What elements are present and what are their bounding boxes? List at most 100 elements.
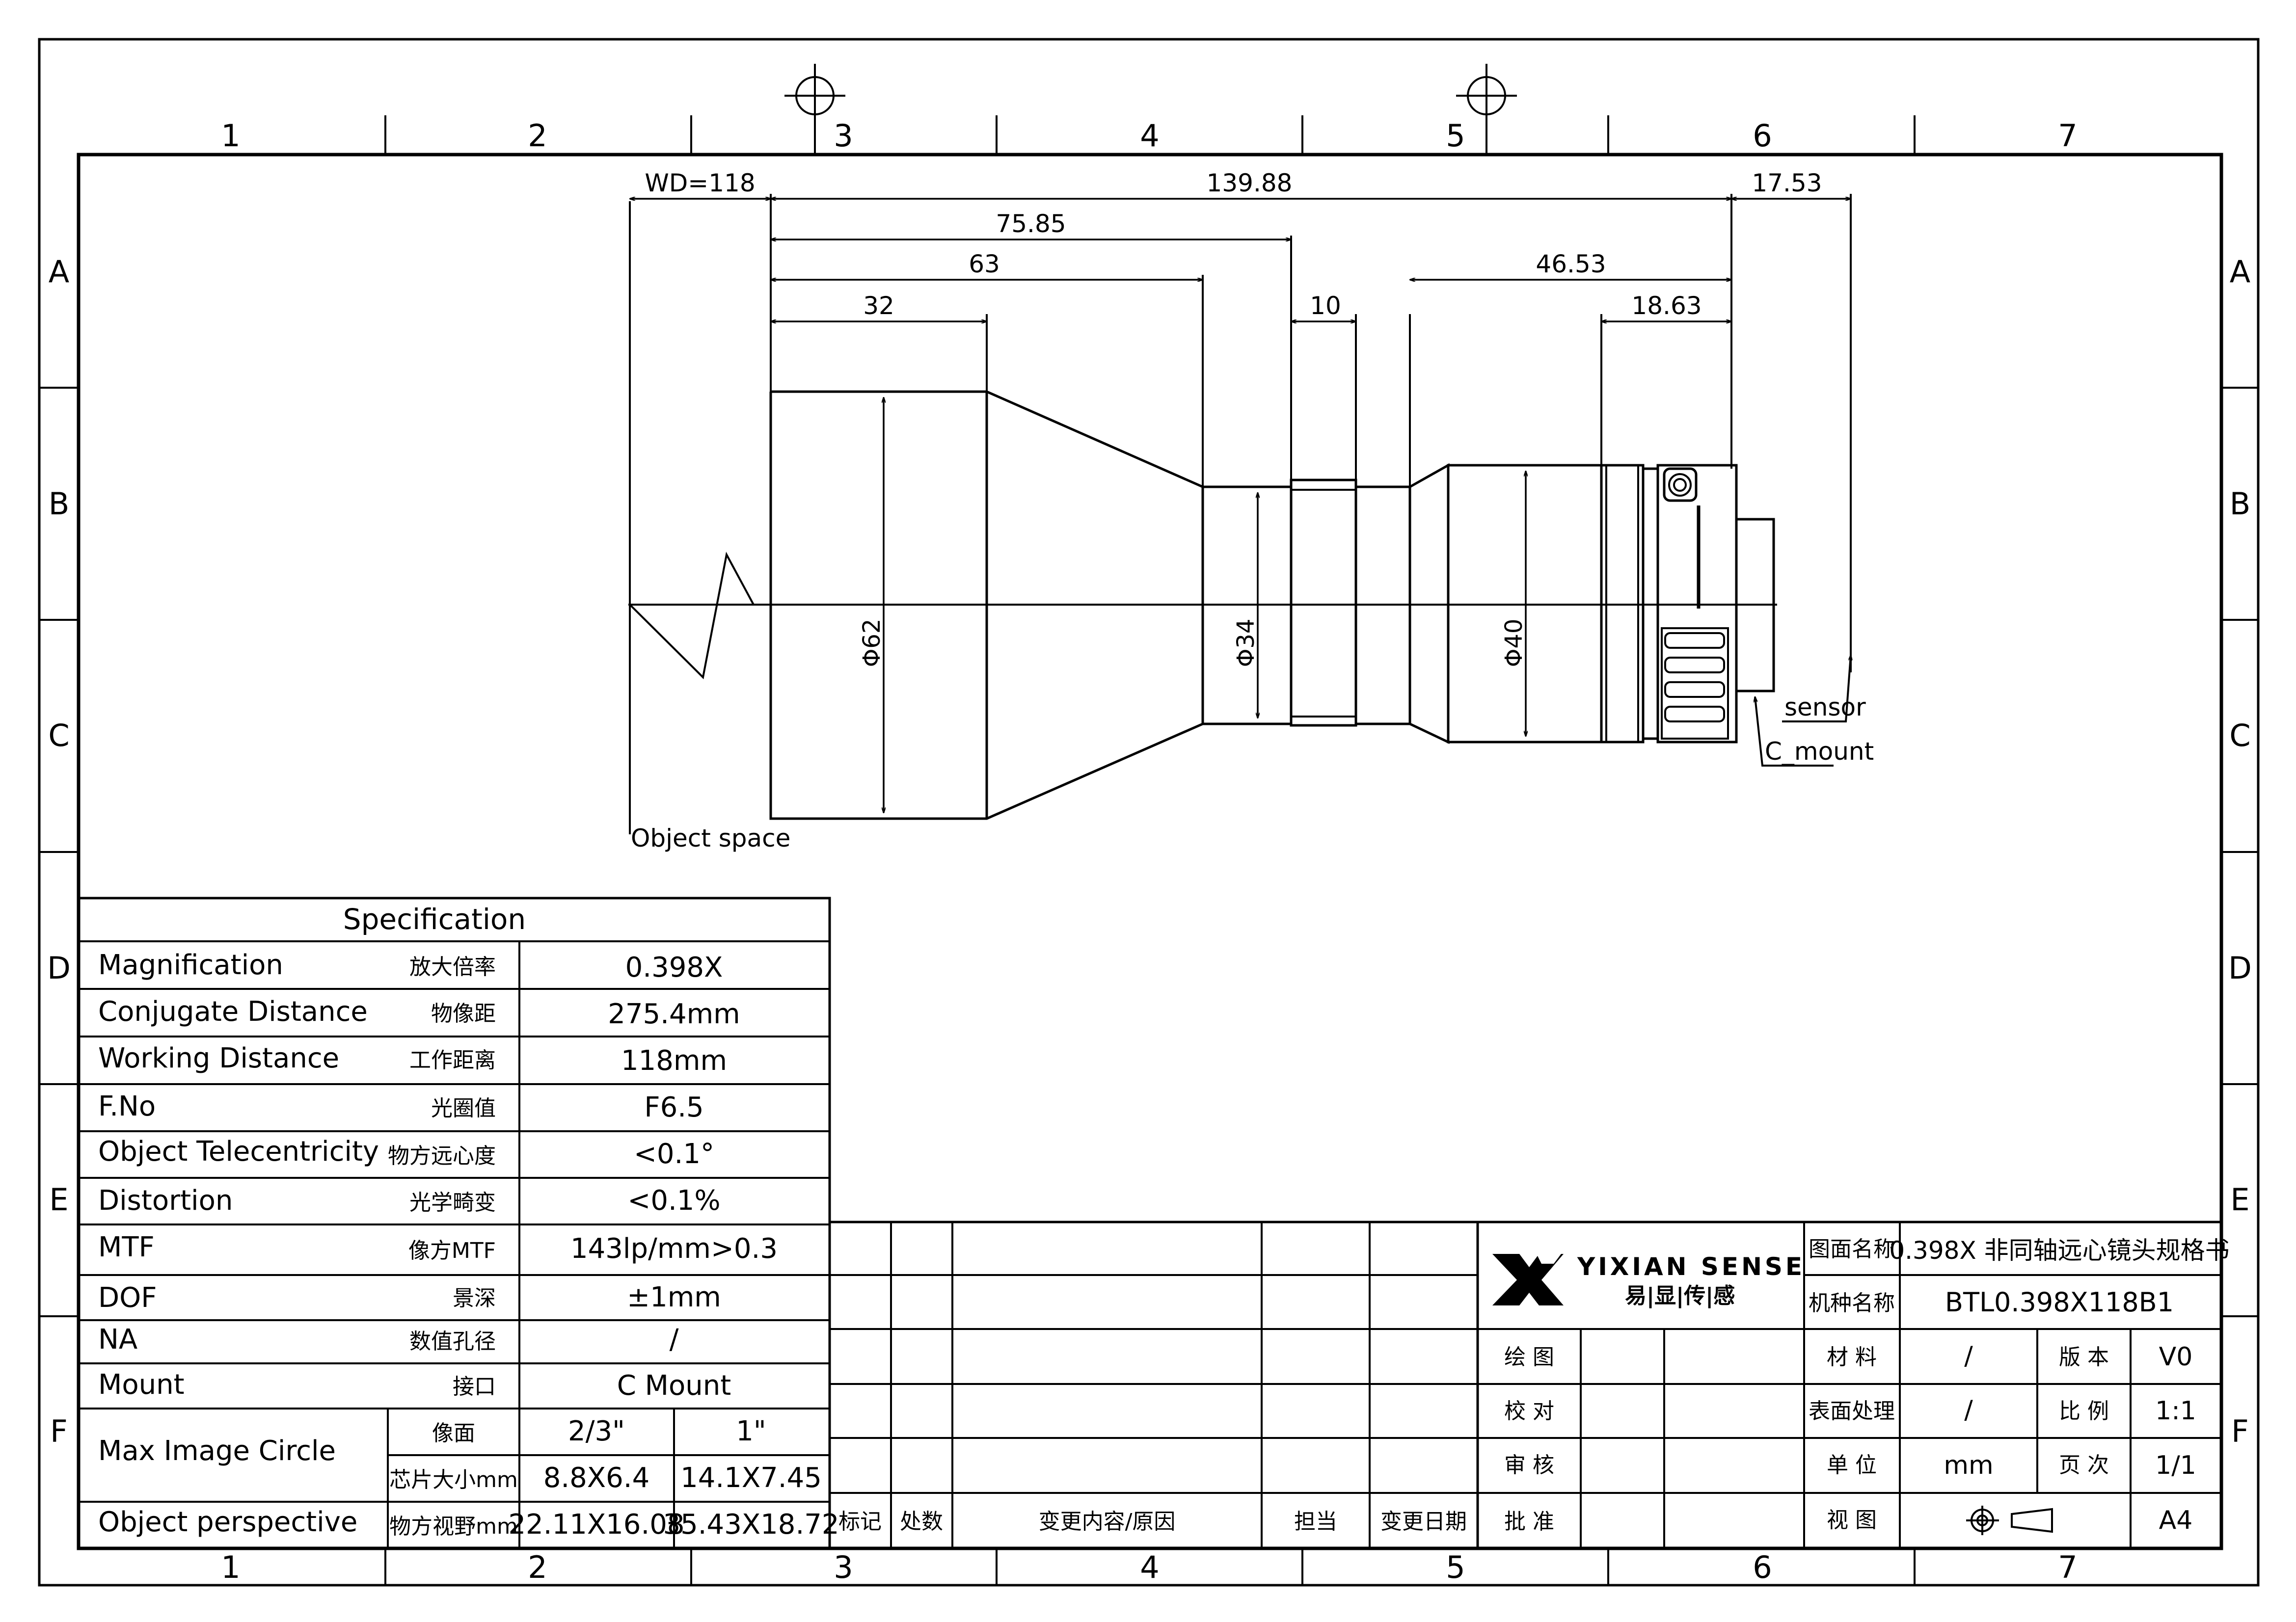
zone-col-7-top: 7 — [2058, 118, 2077, 154]
spec-object-perspective-label: Object perspective — [98, 1506, 357, 1538]
spec-object-fov-value-a: 22.11X16.08 — [509, 1509, 685, 1541]
zone-row-c-right: C — [2229, 718, 2250, 753]
version-label: 版 本 — [2059, 1345, 2109, 1370]
centering-mark-right — [1456, 64, 1517, 155]
dim-75-85: 75.85 — [996, 210, 1066, 238]
brand-name-cn: 易|显|传|感 — [1625, 1283, 1735, 1308]
drawing-name: 0.398X 非同轴远心镜头规格书 — [1889, 1236, 2229, 1265]
spec-label-en: MTF — [98, 1231, 155, 1263]
spec-label-cn: 数值孔径 — [409, 1329, 496, 1354]
unit-label: 单 位 — [1827, 1453, 1877, 1478]
spec-value: 143lp/mm>0.3 — [570, 1233, 778, 1265]
zone-col-7-bottom: 7 — [2058, 1549, 2077, 1585]
spec-max-image-circle-label: Max Image Circle — [98, 1435, 336, 1467]
outer-border — [38, 38, 2260, 1587]
page-label: 页 次 — [2059, 1453, 2109, 1478]
spec-object-fov-label: 物方视野mm — [389, 1514, 518, 1539]
spec-value: 0.398X — [625, 952, 723, 984]
spec-value: <0.1% — [627, 1185, 720, 1217]
review-label: 审 核 — [1504, 1453, 1554, 1478]
spec-label-cn: 光学畸变 — [409, 1190, 496, 1215]
dim-working-distance: WD=118 — [645, 169, 755, 197]
spec-label-cn: 像方MTF — [408, 1238, 496, 1263]
spec-rows: Magnification 放大倍率 0.398X Conjugate Dist… — [98, 949, 839, 1541]
spec-table-grid — [77, 897, 831, 1550]
object-space-label: Object space — [631, 824, 790, 852]
zone-row-a-right: A — [2230, 254, 2250, 290]
surface-label: 表面处理 — [1809, 1399, 1895, 1424]
spec-label-en: Working Distance — [98, 1042, 339, 1074]
zone-col-1-bottom: 1 — [221, 1549, 240, 1585]
zone-col-6-bottom: 6 — [1753, 1549, 1772, 1585]
brand-name: YIXIAN SENSE — [1577, 1252, 1805, 1281]
zone-col-6-top: 6 — [1753, 118, 1772, 154]
sensor-label: sensor — [1784, 693, 1866, 721]
spec-chip-size-value-b: 14.1X7.45 — [680, 1462, 822, 1494]
dim-phi62: Φ62 — [858, 619, 886, 667]
scale-label: 比 例 — [2059, 1399, 2109, 1424]
brand-logo — [1492, 1254, 1564, 1305]
spec-chip-size-value-a: 8.8X6.4 — [543, 1462, 649, 1494]
zone-col-2-bottom: 2 — [528, 1549, 547, 1585]
dim-17-53: 17.53 — [1752, 169, 1822, 197]
spec-label-en: NA — [98, 1324, 137, 1356]
drawing-name-label: 图面名称 — [1809, 1237, 1895, 1262]
spec-value: / — [670, 1324, 679, 1356]
zone-row-f-right: F — [2231, 1413, 2249, 1449]
zone-col-5-top: 5 — [1446, 118, 1465, 154]
dim-total-length: 139.88 — [1207, 169, 1293, 197]
spec-title: Specification — [343, 903, 526, 936]
dim-10: 10 — [1310, 292, 1341, 320]
zone-col-4-bottom: 4 — [1140, 1549, 1159, 1585]
zone-row-f-left: F — [50, 1413, 68, 1449]
spec-value: F6.5 — [644, 1091, 703, 1123]
spec-label-cn: 放大倍率 — [409, 955, 496, 980]
material-value: / — [1964, 1341, 1973, 1371]
spec-image-plane-value-b: 1" — [736, 1415, 766, 1447]
dim-46-53: 46.53 — [1536, 250, 1606, 278]
model-number: BTL0.398X118B1 — [1945, 1287, 2174, 1318]
extension-lines — [770, 194, 1852, 672]
zone-col-3-bottom: 3 — [834, 1549, 853, 1585]
projection-symbol-icon — [1966, 1506, 2053, 1535]
zone-dividers — [39, 115, 2258, 1585]
scale-value: 1:1 — [2155, 1396, 2196, 1426]
zone-row-b-right: B — [2230, 486, 2251, 522]
spec-label-cn: 工作距离 — [409, 1048, 496, 1073]
zone-row-e-left: E — [49, 1182, 68, 1218]
spec-label-en: DOF — [98, 1282, 157, 1314]
zone-col-3-top: 3 — [834, 118, 853, 154]
revision-header-count: 处数 — [900, 1509, 943, 1534]
spec-value: C Mount — [617, 1370, 731, 1402]
version-value: V0 — [2159, 1342, 2193, 1372]
zone-row-d-left: D — [47, 950, 71, 986]
dim-phi40: Φ40 — [1500, 619, 1528, 667]
revision-header-content: 变更内容/原因 — [1039, 1509, 1176, 1534]
spec-value: ±1mm — [627, 1281, 721, 1313]
spec-chip-size-label: 芯片大小mm — [389, 1467, 518, 1492]
draw-label: 绘 图 — [1504, 1345, 1554, 1370]
spec-label-en: Magnification — [98, 949, 283, 981]
approve-label: 批 准 — [1504, 1509, 1554, 1534]
page-value: 1/1 — [2155, 1451, 2196, 1480]
spec-label-cn: 物方远心度 — [388, 1143, 496, 1169]
title-block-grid — [1476, 1221, 2223, 1550]
spec-value: 275.4mm — [608, 998, 740, 1030]
zone-col-2-top: 2 — [528, 118, 547, 154]
dim-32: 32 — [863, 292, 894, 320]
zone-row-c-left: C — [48, 718, 69, 753]
spec-label-cn: 景深 — [453, 1286, 496, 1311]
linear-dimensions — [630, 199, 1851, 321]
spec-label-en: Conjugate Distance — [98, 996, 368, 1028]
model-label: 机种名称 — [1809, 1291, 1895, 1316]
c-mount-label: C_mount — [1765, 737, 1874, 766]
sensor-leader — [1755, 655, 1851, 767]
revision-header-owner: 担当 — [1294, 1509, 1337, 1534]
dim-18-63: 18.63 — [1631, 292, 1702, 320]
break-symbol — [629, 552, 755, 680]
zone-row-d-right: D — [2228, 950, 2252, 986]
view-label: 视 图 — [1827, 1508, 1877, 1533]
revision-header-mark: 标记 — [838, 1509, 882, 1534]
spec-value: <0.1° — [634, 1138, 714, 1170]
